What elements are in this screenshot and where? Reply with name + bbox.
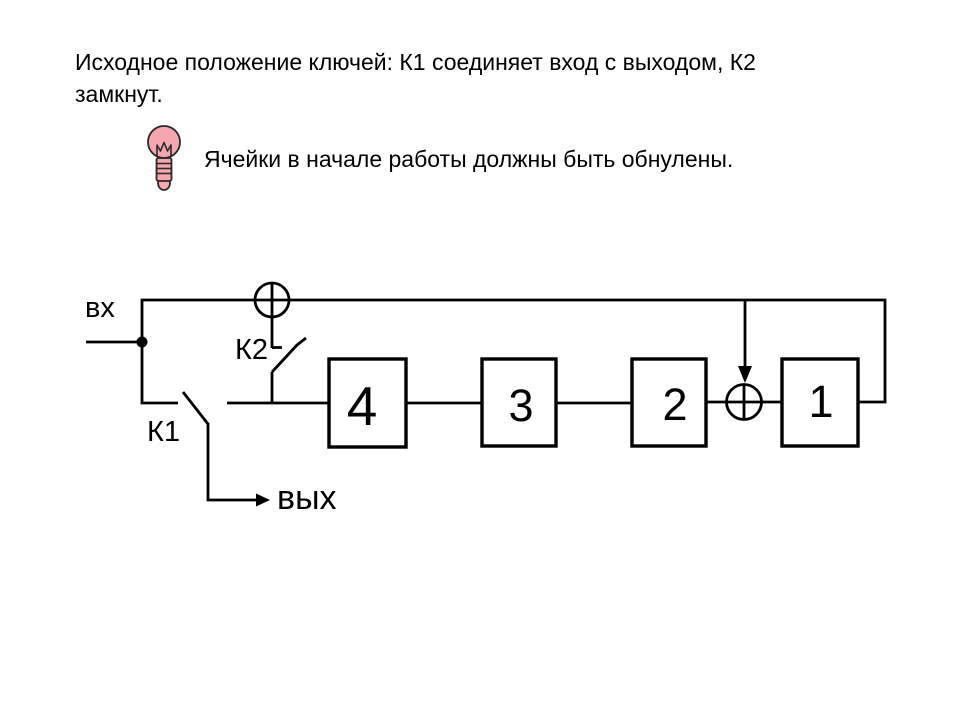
page-title-line-1: Исходное положение ключей: К1 соединяет … bbox=[75, 49, 756, 75]
cell-3-number: 3 bbox=[508, 380, 533, 431]
switch-k1-label: К1 bbox=[147, 416, 180, 448]
output-label: вых bbox=[277, 479, 337, 517]
page-title-line-2: замкнут. bbox=[75, 81, 163, 107]
input-label: вх bbox=[85, 292, 115, 324]
xor-node-right bbox=[725, 300, 763, 421]
output-arrowhead bbox=[256, 493, 270, 507]
junction-dot bbox=[136, 336, 148, 348]
cell-1-number: 1 bbox=[808, 376, 833, 427]
lightbulb-filament bbox=[156, 141, 172, 156]
switch-k2-blade bbox=[270, 336, 307, 373]
feedback-top-wire bbox=[140, 298, 887, 405]
xor-node-left bbox=[253, 281, 291, 319]
switch-k1 bbox=[181, 391, 270, 507]
tip-text: Ячейки в начале работы должны быть обнул… bbox=[204, 146, 734, 172]
tap-arrowhead bbox=[738, 366, 752, 383]
register-cell-1 bbox=[780, 357, 860, 448]
lightbulb-icon bbox=[147, 125, 181, 191]
register-cell-2 bbox=[630, 357, 708, 448]
cell-4-number: 4 bbox=[347, 375, 378, 437]
switch-k1-blade bbox=[181, 391, 210, 425]
switch-k2-label: К2 bbox=[235, 334, 268, 366]
switch-k2 bbox=[270, 317, 307, 404]
cell-2-number: 2 bbox=[662, 379, 687, 430]
register-cell-3 bbox=[480, 357, 558, 448]
page-title: Исходное положение ключей: К1 соединяет … bbox=[75, 46, 756, 110]
